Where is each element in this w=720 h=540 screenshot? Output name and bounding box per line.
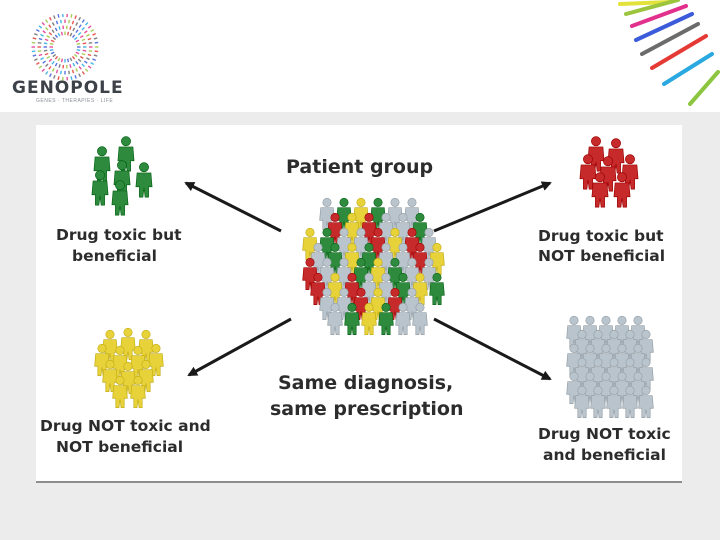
bottom-right-label-line1: Drug NOT toxic [538,424,671,444]
top-left-label-line2: beneficial [72,246,157,266]
direction-arrow [186,183,281,231]
slide-header: GENOPOLE GENES · THERAPIES · LIFE [0,0,720,112]
brand-stripe [642,24,698,54]
logo-text: GENOPOLE [12,78,124,98]
center-caption-line1: Same diagnosis, [278,371,453,395]
top-left-label-line1: Drug toxic but [56,225,182,245]
direction-arrow [434,319,550,379]
top-right-label-line1: Drug toxic but [538,226,664,246]
brand-stripe [636,14,692,40]
logo-tagline: GENES · THERAPIES · LIFE [36,98,113,104]
person-icon [136,163,152,198]
person-icon [121,328,136,360]
bottom-left-label-line2: NOT beneficial [56,437,183,457]
brand-stripe [690,72,718,104]
direction-arrow [189,319,291,375]
direction-arrow [434,183,550,231]
bottom-left-label-line1: Drug NOT toxic and [40,416,211,436]
genopole-logo-icon [30,14,100,84]
patient-group-figure: Patient group Same diagnosis, same presc… [36,125,682,483]
bottom-right-label-line2: and beneficial [543,445,666,465]
top-right-label-line2: NOT beneficial [538,246,665,266]
brand-stripes-icon [600,0,720,112]
center-title: Patient group [286,155,433,179]
center-caption-line2: same prescription [270,397,464,421]
